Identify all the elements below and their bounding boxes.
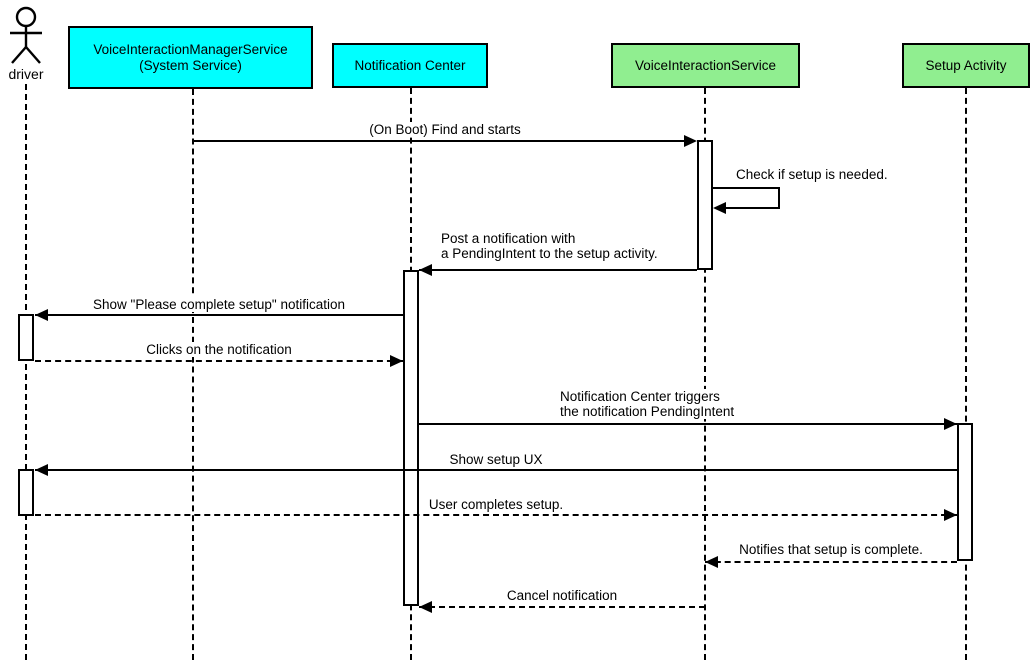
message-label-cancel-notification: Cancel notification — [419, 588, 705, 603]
message-label-notify-setup-complete: Notifies that setup is complete. — [705, 542, 957, 557]
arrowhead-icon — [705, 556, 718, 568]
activation-driver-2 — [18, 469, 34, 516]
arrowhead-icon — [713, 202, 726, 214]
message-label-user-completes-setup: User completes setup. — [35, 497, 957, 512]
message-arrow-trigger-pending-intent — [419, 423, 957, 425]
activation-driver-1 — [18, 314, 34, 361]
activation-setup-activity — [957, 423, 973, 561]
message-label-click-notification: Clicks on the notification — [35, 342, 403, 357]
message-arrow-cancel-notification — [419, 606, 705, 608]
arrowhead-icon — [35, 309, 48, 321]
lifeline-driver — [25, 84, 27, 660]
message-label-show-setup-ux: Show setup UX — [35, 452, 957, 467]
participant-label-line1: VoiceInteractionManagerService — [93, 41, 288, 57]
participant-box-voice-interaction-manager-service: VoiceInteractionManagerService (System S… — [68, 26, 313, 89]
lifeline-voice-interaction-manager-service — [192, 89, 194, 660]
lifeline-setup-activity — [965, 88, 967, 660]
participant-box-notification-center: Notification Center — [332, 43, 488, 88]
participant-label: Setup Activity — [925, 57, 1007, 73]
actor-stick-figure-icon — [10, 6, 42, 64]
message-label-post-notification: Post a notification with a PendingIntent… — [438, 231, 661, 261]
message-arrow-notify-setup-complete — [705, 561, 957, 563]
arrowhead-icon — [944, 418, 957, 430]
message-label-show-notification: Show "Please complete setup" notificatio… — [35, 297, 403, 312]
message-arrow-check-setup-side — [778, 187, 780, 208]
message-arrow-show-setup-ux — [35, 469, 957, 471]
message-arrow-show-notification — [35, 314, 403, 316]
actor-driver-label: driver — [8, 66, 44, 82]
message-arrow-post-notification — [419, 269, 697, 271]
message-label-check-setup: Check if setup is needed. — [733, 167, 891, 182]
participant-box-voice-interaction-service: VoiceInteractionService — [611, 43, 800, 88]
message-arrow-check-setup-bottom — [726, 207, 780, 209]
participant-label-line2: (System Service) — [139, 57, 242, 73]
participant-box-setup-activity: Setup Activity — [902, 43, 1030, 88]
participant-label: Notification Center — [354, 57, 466, 73]
message-arrow-click-notification — [35, 360, 403, 362]
lifeline-voice-interaction-service — [704, 88, 706, 660]
arrowhead-icon — [419, 601, 432, 613]
message-arrow-user-completes-setup — [35, 514, 957, 516]
message-label-trigger-pending-intent: Notification Center triggers the notific… — [557, 389, 738, 419]
arrowhead-icon — [419, 264, 432, 276]
arrowhead-icon — [35, 464, 48, 476]
arrowhead-icon — [684, 135, 697, 147]
message-label-on-boot: (On Boot) Find and starts — [193, 122, 697, 137]
activation-voice-interaction-service — [697, 140, 713, 270]
message-arrow-check-setup-top — [713, 187, 780, 189]
arrowhead-icon — [944, 509, 957, 521]
activation-notification-center — [403, 270, 419, 606]
arrowhead-icon — [390, 355, 403, 367]
message-arrow-on-boot — [193, 140, 690, 142]
participant-label: VoiceInteractionService — [634, 57, 777, 73]
